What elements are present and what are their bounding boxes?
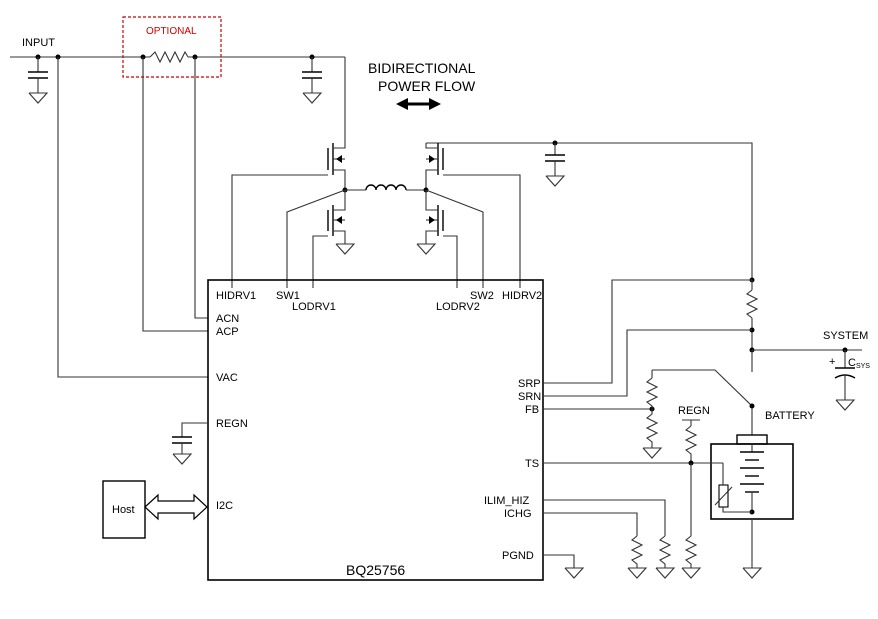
pin-lodrv1: LODRV1: [292, 301, 336, 313]
vac-wire: [57, 57, 208, 378]
lodrv2-wire: [443, 235, 458, 288]
acp-wire: [142, 57, 208, 332]
hidrv2-wire: [443, 174, 521, 288]
sense-and-system: SYSTEM + CSYS: [543, 277, 870, 459]
host-block: Host: [102, 480, 208, 539]
lodrv1-wire: [312, 235, 328, 288]
acn-wire: [194, 57, 208, 319]
pin-pgnd: PGND: [502, 550, 534, 562]
pin-lodrv2: LODRV2: [436, 301, 480, 313]
sw2-wire: [425, 189, 484, 288]
power-flow-annotation: BIDIRECTIONAL POWER FLOW: [368, 60, 476, 110]
pin-srn: SRN: [518, 391, 541, 403]
pin-acn: ACN: [216, 313, 239, 325]
input-label: INPUT: [22, 37, 55, 49]
pin-i2c: I2C: [216, 500, 233, 512]
pin-regn: REGN: [216, 418, 248, 430]
regn-ref-label: REGN: [678, 405, 710, 417]
pin-sw2: SW2: [470, 290, 494, 302]
arrow-left-icon: [396, 98, 408, 110]
csys-plus: +: [829, 356, 835, 368]
optional-label: OPTIONAL: [146, 26, 197, 37]
sw1-wire: [286, 189, 346, 288]
output-capacitor: [545, 143, 566, 187]
bq25756-ic: BQ25756 HIDRV1 SW1 LODRV1 SW2 LODRV2 HID…: [207, 279, 544, 581]
optional-sense-resistor: OPTIONAL: [122, 16, 222, 78]
hidrv1-wire: [231, 174, 328, 288]
right-mosfet-pair: [416, 140, 753, 288]
battery: BATTERY: [710, 410, 815, 579]
battery-label: BATTERY: [765, 410, 815, 422]
pin-hidrv2: HIDRV2: [502, 290, 542, 302]
csys-label: CSYS: [848, 357, 870, 370]
srp-wire: [543, 279, 752, 384]
system-label: SYSTEM: [823, 330, 868, 342]
pin-srp: SRP: [518, 378, 541, 390]
chip-name: BQ25756: [346, 562, 405, 578]
arrow-right-icon: [429, 98, 441, 110]
power-flow-subtitle: POWER FLOW: [378, 78, 476, 94]
pin-ilim-hiz: ILIM_HIZ: [484, 495, 530, 507]
regn-capacitor: [172, 422, 208, 465]
pin-hidrv1: HIDRV1: [216, 290, 256, 302]
input-capacitor-1: [28, 57, 49, 104]
i2c-bus-arrow-icon: [144, 493, 208, 521]
ilim-ichg-resistors: [543, 499, 676, 579]
optional-box: [122, 16, 222, 78]
ts-network: REGN: [543, 405, 723, 579]
srn-wire: [543, 329, 752, 397]
inductor: [345, 184, 426, 191]
pin-acp: ACP: [216, 326, 239, 338]
pin-fb: FB: [525, 404, 539, 416]
host-label: Host: [112, 504, 135, 516]
power-flow-title: BIDIRECTIONAL: [368, 60, 476, 76]
left-mosfet-pair: [231, 57, 356, 288]
pgnd-ground: [543, 554, 585, 579]
input-capacitor-2: [302, 57, 323, 104]
pin-sw1: SW1: [276, 290, 300, 302]
pin-ts: TS: [525, 458, 539, 470]
pin-ichg: ICHG: [504, 508, 532, 520]
pin-vac: VAC: [216, 372, 238, 384]
